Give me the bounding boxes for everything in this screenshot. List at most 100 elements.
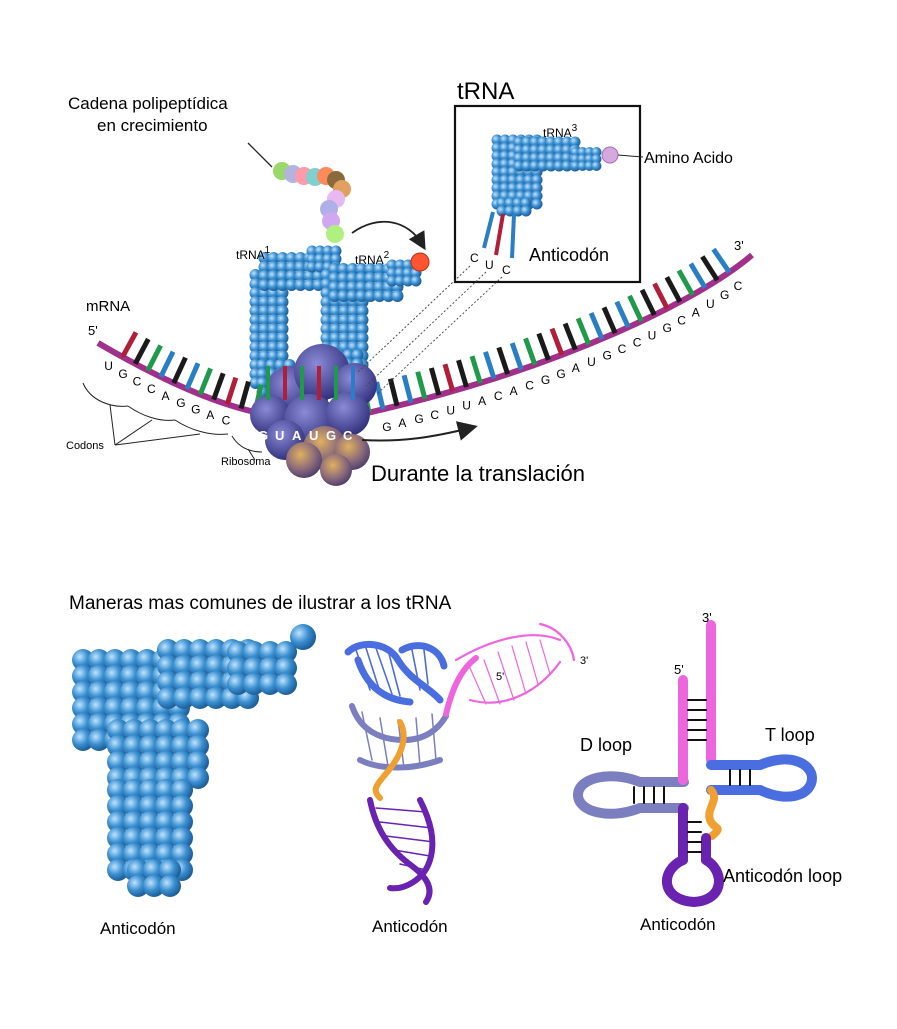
mrna-letter: G — [541, 373, 550, 387]
ribosome-label: Ribosoma — [221, 456, 271, 468]
mrna-base — [578, 318, 589, 344]
trna3-atom — [521, 206, 532, 217]
cloverleaf-trna — [578, 625, 812, 902]
mrna-base — [241, 382, 249, 409]
mrna-base — [214, 373, 224, 399]
mrna-letter: C — [430, 408, 439, 422]
variable-loop — [709, 790, 717, 836]
mrna-base — [526, 338, 535, 364]
spacefill-atom — [275, 673, 297, 695]
mrna-letter: C — [633, 335, 642, 349]
mrna-letter: C — [525, 378, 534, 392]
mrna-base — [552, 329, 562, 355]
mrna-letter: A — [510, 384, 518, 398]
clover-three-prime: 3' — [702, 610, 712, 625]
mrna-label: mRNA — [86, 298, 130, 315]
mrna-base — [565, 324, 575, 350]
trna3-atom — [592, 161, 602, 171]
codon-brackets — [83, 383, 262, 460]
mrna-base — [404, 375, 411, 402]
mrna-letter: C — [618, 342, 627, 356]
ribosome-letter: G — [326, 428, 336, 443]
mrna-base — [445, 364, 453, 391]
ribbon-three-prime: 3' — [580, 655, 588, 667]
mrna-letter: A — [398, 416, 406, 430]
mrna-base — [135, 339, 148, 364]
section-title: Maneras mas comunes de ilustrar a los tR… — [69, 593, 452, 614]
mrna-letter: U — [706, 297, 715, 311]
anticodon-loop-shape — [667, 860, 719, 902]
trna-representations-section: Maneras mas comunes de ilustrar a los tR… — [69, 593, 842, 938]
mrna-letter: U — [587, 355, 596, 369]
trna-box-title: tRNA — [457, 78, 514, 105]
mrna-letter: A — [478, 394, 486, 408]
mrna-base — [485, 352, 494, 379]
mrna-base — [654, 284, 667, 309]
mrna-base — [539, 334, 549, 360]
ribbon-trna — [348, 624, 574, 902]
translation-section: Cadena polipeptídica en crecimiento tRNA… — [66, 78, 752, 486]
mrna-letter: G — [720, 288, 729, 302]
anticodon-letter-c1: C — [470, 251, 479, 265]
mrna-base — [418, 372, 425, 399]
codons-label: Codons — [66, 440, 104, 452]
polypeptide-label-line1: Cadena polipeptídica — [68, 94, 228, 113]
t-loop-shape — [760, 759, 812, 796]
acceptor-stem — [683, 625, 711, 780]
spacefill-trna — [72, 624, 316, 897]
translation-arrow — [362, 428, 470, 441]
trna2-label: tRNA2 — [355, 250, 390, 267]
trna3-atom — [532, 199, 543, 210]
mrna-base — [642, 290, 654, 315]
mrna-letter: C — [133, 375, 142, 389]
spacefill-atom — [159, 875, 181, 897]
mrna-base — [512, 343, 521, 369]
mrna-letter: C — [222, 413, 231, 427]
trna2-atom — [411, 276, 422, 287]
mrna-letter: G — [663, 321, 672, 335]
d-loop-label: D loop — [580, 735, 632, 755]
polypeptide-chain — [273, 162, 351, 243]
ribosome-letter: C — [343, 428, 353, 443]
mrna-base — [604, 307, 615, 333]
mrna-five-prime: 5' — [88, 323, 98, 338]
mrna-base — [679, 271, 693, 295]
trna2-atom — [392, 290, 404, 302]
mrna-letter: G — [556, 367, 565, 381]
mrna-letter: G — [118, 367, 127, 381]
mrna-letter: U — [104, 359, 113, 373]
mrna-letter: G — [176, 396, 185, 410]
mrna-base — [472, 356, 480, 383]
trna3-amino-acid — [602, 147, 618, 163]
trna2-amino-acid — [411, 253, 429, 271]
mrna-letter: A — [572, 361, 580, 375]
clover-five-prime: 5' — [674, 662, 684, 677]
mrna-letter: U — [462, 399, 471, 413]
mrna-base — [377, 382, 383, 409]
mrna-letter: G — [602, 349, 611, 363]
mrna-base — [200, 368, 210, 394]
ribosome-letter: U — [309, 428, 318, 443]
anticodon-letter-u: U — [485, 258, 494, 272]
mrna-letter: A — [206, 408, 214, 422]
trna3-molecule — [492, 135, 602, 217]
mrna-base — [629, 296, 641, 321]
mrna-base — [148, 346, 161, 371]
t-loop-label: T loop — [765, 725, 815, 745]
mrna-letter: C — [147, 382, 156, 396]
mrna-base — [161, 352, 173, 377]
caption-ribbon: Anticodón — [372, 917, 448, 936]
mrna-base — [390, 379, 397, 406]
move-arrow — [352, 222, 422, 244]
mrna-base — [174, 358, 186, 383]
mrna-bases — [122, 249, 729, 419]
mrna-base — [227, 378, 236, 405]
mrna-letter: U — [446, 403, 455, 417]
mrna-base — [431, 368, 438, 395]
polypeptide-pointer — [248, 143, 272, 167]
mrna-letter: G — [191, 402, 200, 416]
ribosome-letter: A — [292, 428, 302, 443]
t-arm — [711, 765, 760, 790]
amino-acid-label: Amino Acido — [644, 150, 733, 167]
